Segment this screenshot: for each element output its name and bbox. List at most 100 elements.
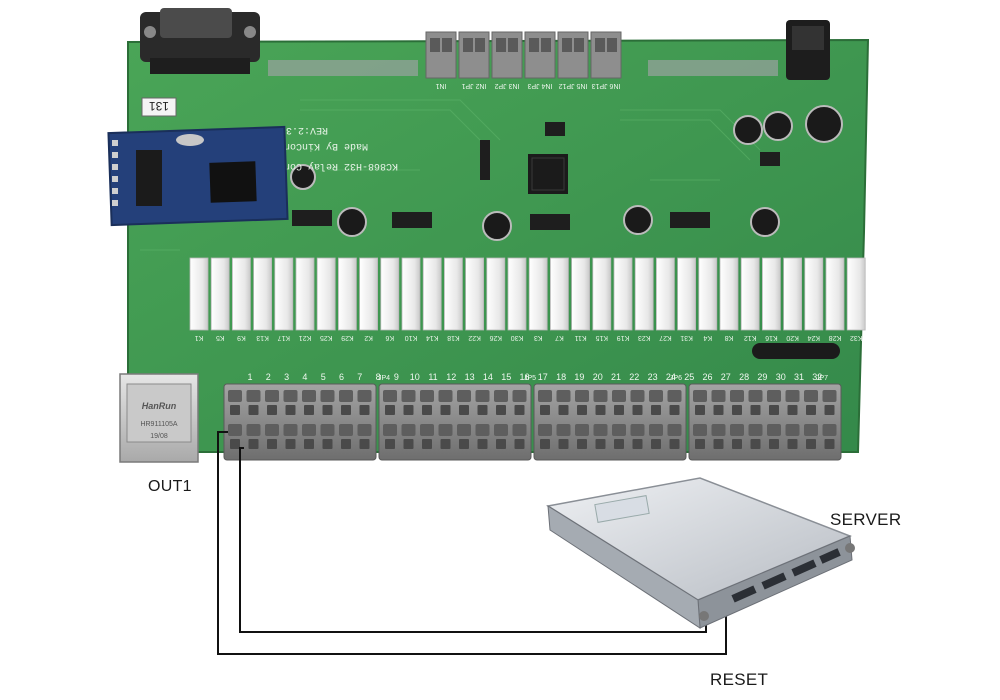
terminal-number-30: 30 <box>776 372 786 382</box>
terminal-number-5: 5 <box>321 372 326 382</box>
relay-k22 <box>465 257 485 331</box>
relay-k29 <box>337 257 357 331</box>
relay-label-k19: K19 <box>617 334 630 341</box>
relay-k25 <box>316 257 336 331</box>
relay-label-k14: K14 <box>426 334 439 341</box>
terminal-number-18: 18 <box>556 372 566 382</box>
terminal-number-25: 25 <box>684 372 694 382</box>
relay-k21 <box>295 257 315 331</box>
terminal-number-23: 23 <box>648 372 658 382</box>
relay-label-k17: K17 <box>277 334 290 341</box>
relay-k8 <box>719 257 739 331</box>
terminal-number-31: 31 <box>794 372 804 382</box>
relay-label-k32: K32 <box>850 334 863 341</box>
terminal-number-20: 20 <box>593 372 603 382</box>
relay-label-k8: K8 <box>725 334 734 341</box>
relay-k30 <box>507 257 527 331</box>
terminal-number-2: 2 <box>266 372 271 382</box>
server-label: SERVER <box>830 510 902 529</box>
rj45-part-text: HR911105A <box>140 421 177 428</box>
relay-k10 <box>401 257 421 331</box>
relay-label-k23: K23 <box>638 334 651 341</box>
relay-label-k24: K24 <box>807 334 820 341</box>
board-slot <box>752 343 840 359</box>
db9-connector <box>140 8 260 74</box>
terminal-number-24: 24 <box>666 372 676 382</box>
capacitors <box>290 105 843 241</box>
input-terminal-6: IN6 JP13 <box>590 31 622 89</box>
relay-label-k5: K5 <box>216 334 225 341</box>
mcu-chip <box>528 154 568 194</box>
terminal-block-label-jp7: JP7 <box>816 375 828 382</box>
terminal-block-label-jp5: JP5 <box>524 375 536 382</box>
board-number-sticker: 131 <box>141 97 177 117</box>
terminal-number-3: 3 <box>284 372 289 382</box>
rj45-brand-text: HanRun <box>142 401 177 411</box>
terminal-block-1 <box>223 383 377 461</box>
terminal-number-16: 16 <box>519 372 529 382</box>
terminal-number-19: 19 <box>574 372 584 382</box>
rj45-date-text: 19/08 <box>150 433 168 440</box>
relay-k31 <box>677 257 696 331</box>
relay-label-k16: K16 <box>765 334 778 341</box>
relay-label-k2: K2 <box>364 334 373 341</box>
board-revision-text: REV:2.3 <box>286 124 328 135</box>
terminal-number-1: 1 <box>247 372 252 382</box>
terminal-number-7: 7 <box>357 372 362 382</box>
relay-k17 <box>274 257 294 331</box>
relay-k24 <box>804 257 824 331</box>
terminal-number-11: 11 <box>428 372 437 382</box>
relay-k6 <box>380 257 400 331</box>
relay-k16 <box>762 257 781 331</box>
terminal-block-4 <box>688 383 842 461</box>
rj45-jack: HanRun HR911105A 19/08 <box>119 373 199 463</box>
relay-label-k15: K15 <box>595 334 608 341</box>
terminal-number-6: 6 <box>339 372 344 382</box>
terminal-number-22: 22 <box>629 372 639 382</box>
rack-server <box>545 477 855 629</box>
terminal-number-10: 10 <box>410 372 420 382</box>
terminal-number-13: 13 <box>465 372 475 382</box>
relay-k27 <box>656 257 675 331</box>
input-label-4: IN4 JP3 <box>527 82 552 89</box>
relay-label-k27: K27 <box>659 334 672 341</box>
reset-label: RESET <box>710 670 769 689</box>
relay-label-k10: K10 <box>405 334 418 341</box>
relay-k11 <box>571 257 590 331</box>
ethernet-module <box>107 125 289 227</box>
terminal-number-15: 15 <box>501 372 511 382</box>
relay-k20 <box>783 257 802 331</box>
input-terminal-4: IN4 JP3 <box>524 31 556 89</box>
relay-k9 <box>231 257 251 331</box>
relay-label-k4: K4 <box>703 334 712 341</box>
out1-label: OUT1 <box>148 478 192 495</box>
relay-k32 <box>846 257 866 331</box>
terminal-block-label-jp4: JP4 <box>378 375 390 382</box>
relay-label-k9: K9 <box>237 334 246 341</box>
dc-power-jack <box>786 20 830 80</box>
relay-k23 <box>634 257 654 331</box>
terminal-number-17: 17 <box>538 372 548 382</box>
relay-k12 <box>740 257 760 331</box>
relay-label-k7: K7 <box>555 334 564 341</box>
input-label-6: IN6 JP13 <box>591 82 620 89</box>
relay-label-k20: K20 <box>786 334 799 341</box>
relay-k1 <box>189 257 209 331</box>
relay-label-k31: K31 <box>680 334 693 341</box>
relay-label-k6: K6 <box>385 334 394 341</box>
terminal-number-32: 32 <box>812 372 822 382</box>
relay-k26 <box>486 257 506 331</box>
relay-k13 <box>253 257 273 331</box>
relay-label-k1: K1 <box>195 334 204 341</box>
terminal-number-21: 21 <box>611 372 621 382</box>
terminal-number-4: 4 <box>302 372 307 382</box>
relay-label-k18: K18 <box>447 334 460 341</box>
relay-k2 <box>359 257 379 331</box>
top-pin-headers <box>268 60 778 76</box>
relay-label-k26: K26 <box>489 334 502 341</box>
input-terminal-5: IN5 JP12 <box>557 31 589 89</box>
relay-label-k13: K13 <box>256 334 269 341</box>
relay-label-k3: K3 <box>534 334 543 341</box>
